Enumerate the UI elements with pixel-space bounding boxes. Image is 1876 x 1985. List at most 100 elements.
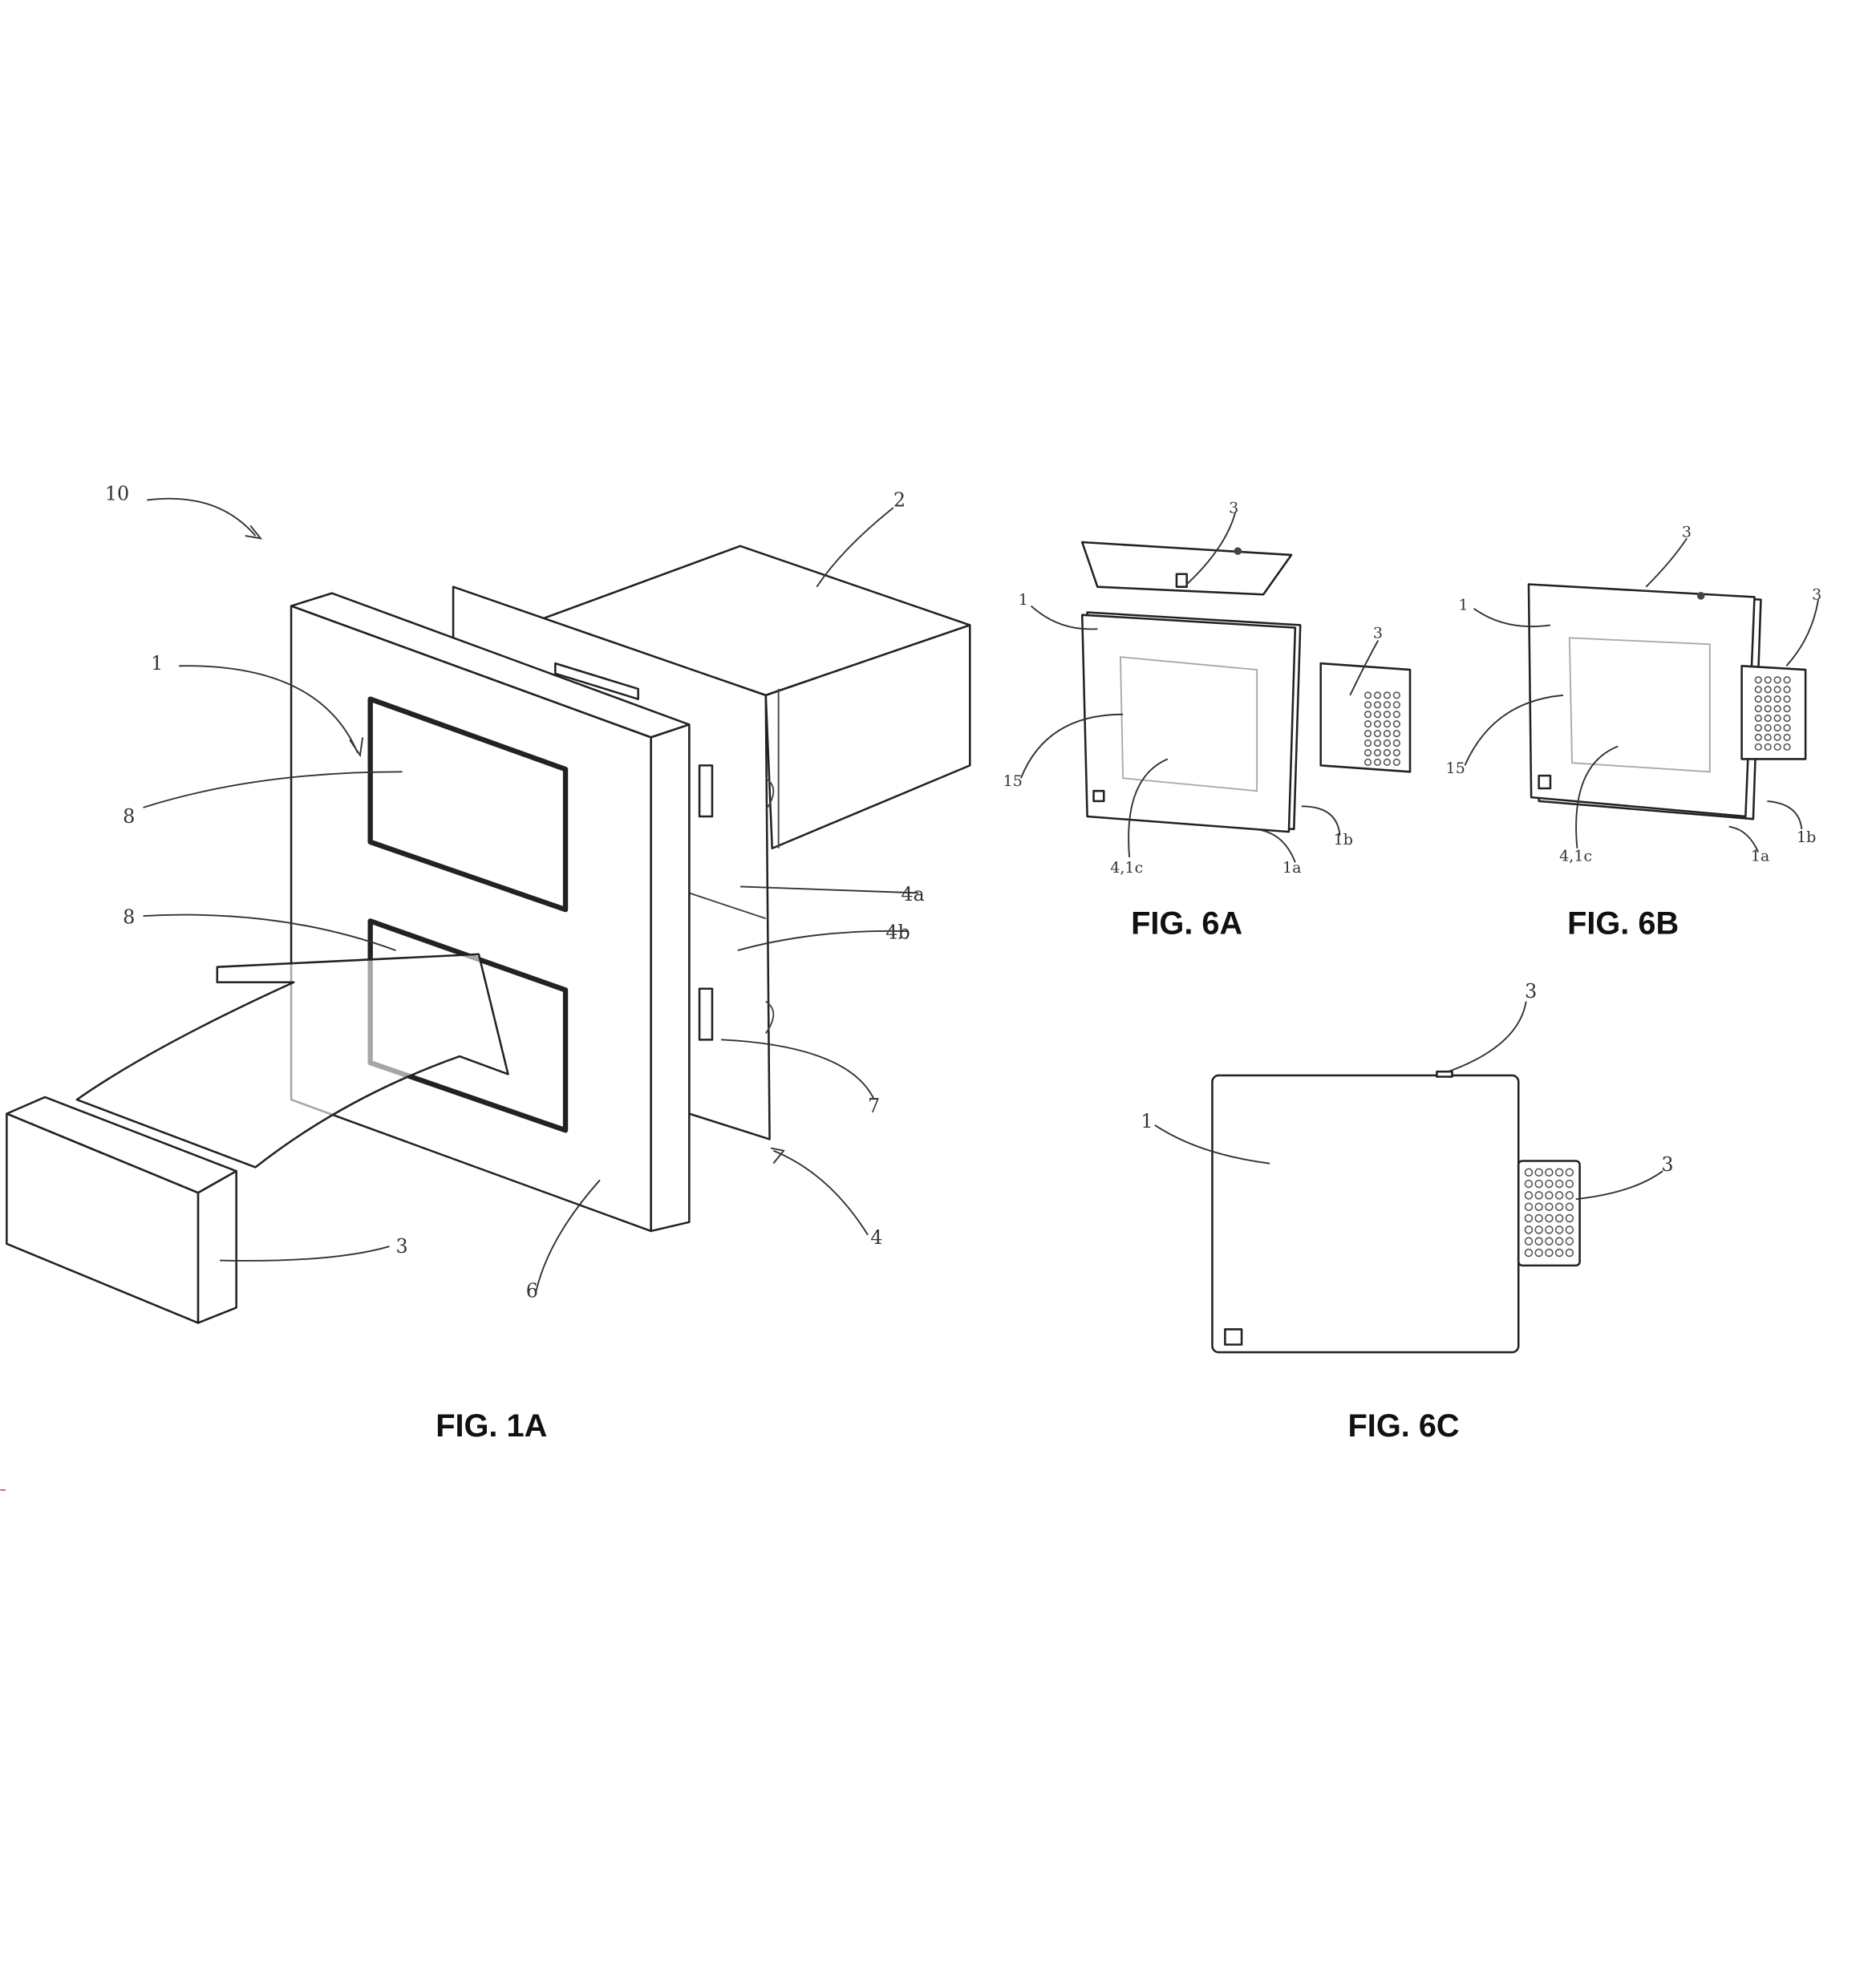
connector-pin — [1363, 758, 1372, 767]
label-3: 3 — [395, 1235, 407, 1258]
connector-pin — [1754, 695, 1762, 703]
connector-pin — [1383, 720, 1392, 728]
connector-pin — [1754, 704, 1762, 713]
label-1: 1 — [1141, 1110, 1153, 1132]
connector-pin — [1363, 701, 1372, 709]
connector-pin — [1764, 704, 1772, 713]
side-module — [1740, 665, 1807, 760]
figure-6c: 3 1 3 FIG. 6C — [1141, 980, 1673, 1444]
connector-pin — [1373, 701, 1382, 709]
connector-pin — [1565, 1237, 1574, 1246]
connector-pin — [1773, 723, 1781, 732]
connector-pin — [1754, 723, 1762, 732]
connector-pin — [1392, 739, 1400, 747]
connector-pin — [1565, 1225, 1574, 1234]
connector-pin — [1545, 1179, 1554, 1189]
label-3-top: 3 — [1525, 980, 1537, 1003]
connector-pin — [1373, 758, 1382, 767]
label-1b: 1b — [1334, 831, 1353, 849]
label-3-top: 3 — [1229, 499, 1238, 517]
connector-pin — [1783, 676, 1791, 684]
label-1a: 1a — [1751, 848, 1770, 865]
connector-pin — [1524, 1191, 1534, 1200]
connector-pin — [1554, 1202, 1564, 1211]
back-frame — [452, 585, 775, 1140]
connector-pin — [1783, 686, 1791, 694]
connector-pin — [1363, 711, 1372, 719]
connector-pin — [1534, 1179, 1543, 1189]
connector-pin — [1524, 1237, 1534, 1246]
connector-pin — [1383, 758, 1392, 767]
caption-fig-6b: FIG. 6B — [1567, 905, 1679, 941]
label-7: 7 — [868, 1095, 880, 1117]
connector-pin — [1754, 733, 1762, 741]
connector-pin — [1524, 1225, 1534, 1234]
label-15: 15 — [1003, 772, 1023, 790]
connector-pin — [1554, 1248, 1564, 1258]
connector-pin — [1392, 691, 1400, 699]
connector-pin — [1383, 748, 1392, 757]
side-module — [1319, 662, 1412, 773]
connector-pin — [1773, 686, 1781, 694]
connector-pin — [1534, 1225, 1543, 1234]
connector-pin — [1392, 748, 1400, 757]
connector-pin — [1754, 743, 1762, 751]
window-top — [367, 696, 569, 913]
caption-fig-6c: FIG. 6C — [1347, 1408, 1459, 1444]
label-3-top: 3 — [1682, 524, 1692, 541]
connector-pin — [1565, 1168, 1574, 1177]
figure-6b: 3 1 3 15 4,1c 1a 1b FIG. 6B — [1446, 524, 1822, 942]
connector-pin — [1392, 729, 1400, 738]
label-3-side: 3 — [1661, 1153, 1673, 1176]
connector-pin — [1524, 1248, 1534, 1258]
connector-pin — [1373, 729, 1382, 738]
connector-pin — [1764, 743, 1772, 751]
connector-pin — [1565, 1213, 1574, 1223]
figure-1a: 10 2 1 8 8 4a 4b 7 4 6 3 FIG. 1A — [6, 483, 971, 1444]
connector-pin — [1754, 686, 1762, 694]
connector-pin — [1383, 701, 1392, 709]
connector-pin — [1554, 1213, 1564, 1223]
connector-pin — [1764, 733, 1772, 741]
label-6: 6 — [526, 1280, 538, 1302]
label-10: 10 — [105, 483, 129, 505]
connector-pin — [1783, 704, 1791, 713]
connector-pin — [1534, 1248, 1543, 1258]
connector-pin — [1545, 1237, 1554, 1246]
connector-pin — [1373, 711, 1382, 719]
connector-pin — [1783, 723, 1791, 732]
connector-pin — [1545, 1248, 1554, 1258]
connector-pin — [1554, 1191, 1564, 1200]
connector-pin — [1373, 691, 1382, 699]
label-4b: 4b — [885, 922, 910, 944]
label-4-1c: 4,1c — [1559, 848, 1592, 865]
connector-pin — [1565, 1248, 1574, 1258]
connector-pin — [1773, 733, 1781, 741]
connector-pin — [1534, 1213, 1543, 1223]
connector-pin — [1783, 743, 1791, 751]
connector-pin — [1534, 1202, 1543, 1211]
connector-pin — [1783, 733, 1791, 741]
connector-pin — [1773, 704, 1781, 713]
connector-pin — [1363, 748, 1372, 757]
connector-pin — [1554, 1225, 1564, 1234]
connector-pin — [1773, 714, 1781, 723]
label-1b: 1b — [1797, 828, 1816, 846]
connector-pin — [1565, 1191, 1574, 1200]
connector-pin — [1363, 739, 1372, 747]
connector-pin — [1764, 676, 1772, 684]
connector-pin — [1754, 676, 1762, 684]
connector-pin — [1783, 714, 1791, 723]
connector-pin — [1764, 686, 1772, 694]
caption-fig-1a: FIG. 1A — [436, 1408, 547, 1444]
connector-pin — [1764, 695, 1772, 703]
connector-pin — [1383, 711, 1392, 719]
connector-pin — [1383, 739, 1392, 747]
connector-pin — [1392, 758, 1400, 767]
connector-pin — [1392, 711, 1400, 719]
side-module — [1517, 1160, 1581, 1267]
connector-pin — [1565, 1202, 1574, 1211]
connector-pin — [1773, 695, 1781, 703]
connector-pin — [1373, 748, 1382, 757]
